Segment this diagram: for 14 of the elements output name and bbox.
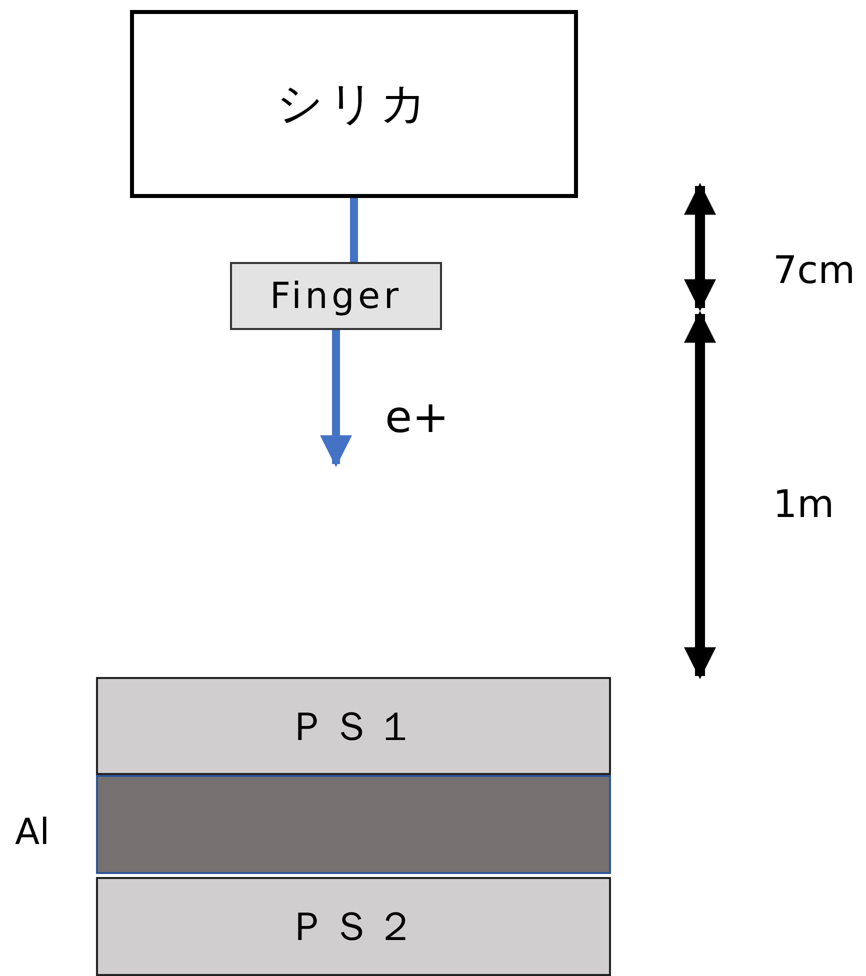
dimension-label: 1m [773, 482, 834, 526]
aluminum-layer [96, 775, 611, 874]
edge-label: e+ [385, 392, 449, 443]
arrow [320, 330, 352, 468]
box-label: Finger [270, 276, 402, 316]
silica-box [130, 10, 578, 198]
layer-label: ＰＳ１ [288, 702, 420, 752]
box-label: シリカ [276, 75, 432, 132]
scintillator-layer [96, 677, 611, 775]
finger-box [230, 262, 442, 330]
scintillator-layer [96, 877, 611, 976]
dimension-label: 7cm [773, 248, 856, 292]
layer-label: ＰＳ２ [288, 903, 420, 952]
layer-label: Al [15, 812, 50, 853]
